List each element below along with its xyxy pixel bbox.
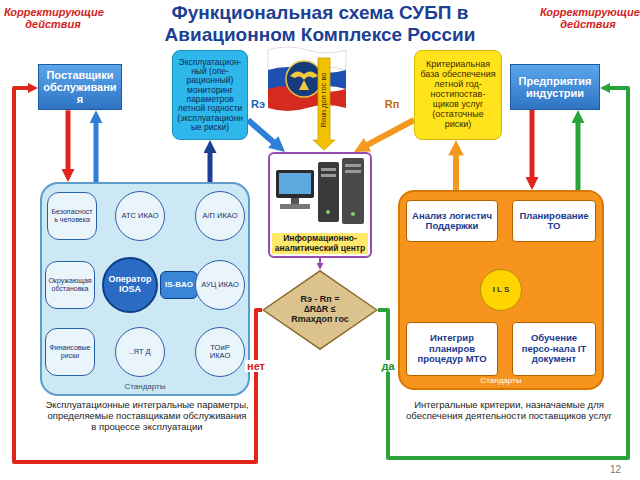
corrective-note: Корректирующие действия [4,6,102,30]
connector [248,120,277,145]
node-text: АТС ИКАО [122,212,159,220]
monitor-screen [279,173,311,194]
factor-box: Безопасность человека [47,192,97,240]
monitor-stand [291,198,299,204]
factor-box: Окружающая обстановка [45,261,95,309]
connector [378,88,628,458]
monitoring-scroll: Эксплуатацион-ный (опе-рационный) монито… [172,50,248,140]
analysis-center: Информационно-аналитический центр [268,152,372,258]
edge-label: Rп [383,98,402,110]
criteria-scroll: Критериальная база обеспечения летной го… [414,50,502,140]
diagram-title: Функциональная схема СУБП в Авиационном … [110,2,530,46]
server-tower [342,158,364,224]
power-light [351,212,355,216]
corrective-note: Корректирующие действия [540,6,636,30]
node-text: Финансовые риски [48,344,92,359]
node-text: Окружающая обстановка [48,277,92,292]
emblem-disc [286,61,322,97]
process-box: Обучение персо-нала IT документ [512,322,596,376]
factor-circle: ..ЯТ Д [115,327,165,377]
factor-circle: ТОиР ИКАО [195,327,245,377]
connector [530,110,535,181]
support-panel: Стандарты Анализ логистич Поддержки Планир… [398,190,604,390]
node-text: АУЦ ИКАО [201,281,239,289]
limit-label: Rmin доп гос во [318,55,330,145]
page-number: 12 [610,464,630,475]
server-tower [318,162,339,222]
process-box: Интегрир планиров процедур МТО [406,322,498,376]
center-ground [270,154,370,256]
node-text: Предприятия индустрии [515,75,595,99]
connector [364,120,414,147]
decision-diamond: Rэ - Rп = ∆R∆R ≤ Rmaxдоп гос [262,270,378,350]
node-text: Критериальная база обеспечения летной го… [419,60,497,129]
connector [319,258,321,265]
emblem-body [299,80,309,90]
node-text: ТОиР ИКАО [200,344,240,361]
node-text: Планирование ТО [515,211,593,232]
keyboard [280,204,310,209]
russian-flag [268,47,346,111]
diamond-shape [263,271,377,349]
factor-circle: АТС ИКАО [115,191,165,241]
factor-circle: АУЦ ИКАО [195,260,245,310]
panel-heading: Стандарты [42,383,248,392]
computer-illustration [276,158,364,224]
connector [94,119,99,182]
connector [453,151,459,190]
node-text: Rэ - Rп = ∆R∆R ≤ Rmaxдоп гос [289,295,351,325]
drive-bay [345,170,361,173]
ils-circle: I L S [480,269,522,311]
edge-label: Rэ [249,98,267,110]
node-text: Анализ логистич Поддержки [409,211,495,232]
node-text: А/П ИКАО [203,212,238,220]
connector [14,88,262,462]
drive-bay [321,174,336,177]
node-text: Информационно-аналитический центр [272,233,368,254]
node-text: Эксплуатацион-ный (опе-рационный) монито… [177,58,243,133]
operations-panel: Стандарты Безопасность человека АТС ИКАО А/… [40,182,250,396]
node-text: Обучение персо-нала IT документ [515,333,593,364]
process-box: Анализ логистич Поддержки [406,200,498,242]
node-text: I L S [493,286,510,295]
connector [66,110,71,173]
node-text: Безопасность человека [50,208,94,223]
process-box: Планирование ТО [512,200,596,242]
provider-box: Поставщики обслуживания [38,64,122,110]
operator-circle: Оператор IOSA [102,257,158,313]
bottom-note: Интегральные критерии, назначаемые для о… [398,400,620,422]
drive-bay [321,168,336,171]
panel-heading: Стандарты [400,377,602,386]
standard-tag: IS-BAO [160,271,198,299]
edge-label: нет [245,360,267,372]
node-text: Интегрир планиров процедур МТО [409,333,495,364]
edge-label: да [379,360,396,372]
node-text: ..ЯТ Д [129,348,150,356]
industry-box: Предприятия индустрии [510,64,600,110]
node-text: Поставщики обслуживания [43,69,117,105]
connector [208,149,213,182]
connector [576,119,581,190]
bottom-note: Эксплуатационные интегральные параметры,… [44,400,250,433]
factor-box: Финансовые риски [45,328,95,376]
node-text: IS-BAO [165,281,193,290]
power-light [326,210,330,214]
drive-bay [345,164,361,167]
emblem-wings [290,71,318,80]
node-text: Оператор IOSA [108,275,152,295]
monitor-frame [276,170,314,198]
factor-circle: А/П ИКАО [195,191,245,241]
